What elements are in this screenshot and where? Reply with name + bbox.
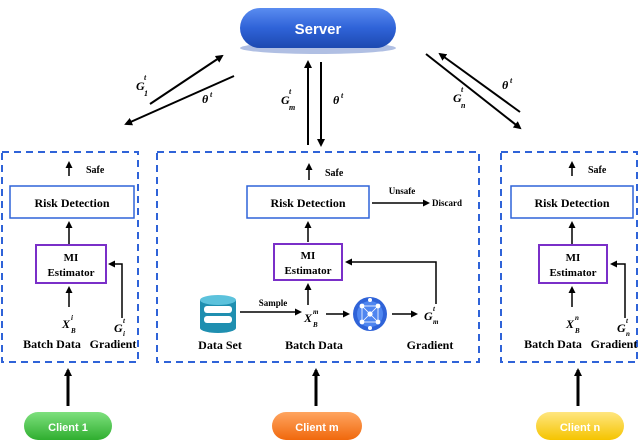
risk-detection-box-middle [246, 185, 370, 219]
svg-text:G: G [424, 309, 433, 323]
label-theta-left: θ t [202, 90, 213, 106]
arrow-gradient-to-server-left [149, 54, 224, 105]
estimator-label-left: Estimator [47, 267, 94, 279]
label-Gnt: G t n [453, 85, 466, 110]
estimator-label-right: Estimator [549, 267, 596, 279]
svg-text:θ: θ [202, 92, 209, 106]
svg-text:θ: θ [333, 93, 340, 107]
svg-text:G: G [453, 91, 462, 105]
safe-label-middle: Safe [325, 168, 344, 179]
server-label: Server [295, 21, 342, 38]
client-1-label: Client 1 [48, 422, 88, 434]
svg-text:t: t [210, 90, 213, 99]
risk-detection-label-middle: Risk Detection [271, 196, 346, 210]
client-panel-right: Safe Risk Detection MI Estimator X n B G… [500, 151, 638, 363]
client-panel-middle: Safe Risk Detection Unsafe Discard MI Es… [156, 151, 480, 363]
svg-text:m: m [433, 318, 439, 326]
svg-text:t: t [123, 317, 126, 325]
svg-text:t: t [144, 73, 147, 82]
svg-text:t: t [510, 76, 513, 85]
neural-network-icon [353, 297, 387, 331]
label-theta-middle: θ t [333, 91, 344, 107]
svg-text:m: m [313, 308, 319, 316]
batch-data-label-middle: Batch Data [285, 338, 343, 352]
svg-text:t: t [461, 85, 464, 94]
mi-estimator-box-middle [273, 243, 343, 281]
risk-detection-label-left: Risk Detection [35, 196, 110, 210]
safe-label-right: Safe [588, 165, 607, 176]
gradient-label-left: Gradient [90, 337, 137, 351]
data-set-label: Data Set [198, 338, 242, 352]
svg-text:n: n [626, 330, 630, 338]
risk-detection-box-right [510, 185, 634, 219]
svg-text:X: X [303, 311, 313, 325]
arrow-theta-to-client-left [124, 75, 235, 126]
svg-text:i: i [123, 330, 125, 338]
svg-text:t: t [433, 305, 436, 313]
mi-label-left: MI [64, 252, 79, 264]
svg-text:G: G [136, 79, 145, 93]
client-n-label: Client n [560, 422, 601, 434]
batch-data-label-left: Batch Data [23, 337, 81, 351]
mi-label-middle: MI [301, 250, 316, 262]
svg-text:G: G [617, 321, 626, 335]
svg-text:t: t [289, 87, 292, 96]
svg-text:B: B [312, 321, 318, 329]
svg-text:X: X [61, 317, 71, 331]
arrow-gradient-to-server-right [438, 52, 521, 113]
client-m-label: Client m [295, 422, 339, 434]
label-theta-right: θ t [502, 76, 513, 92]
svg-text:t: t [626, 317, 629, 325]
mi-label-right: MI [566, 252, 581, 264]
svg-text:B: B [574, 327, 580, 335]
gradient-label-right: Gradient [591, 337, 638, 351]
safe-label-left: Safe [86, 165, 105, 176]
client-panel-left: Safe Risk Detection MI Estimator X i B G… [1, 151, 139, 363]
svg-text:n: n [575, 314, 579, 322]
risk-detection-box-left [9, 185, 135, 219]
xb-label-middle: X m B [303, 308, 319, 329]
database-icon [200, 295, 236, 333]
svg-text:θ: θ [502, 78, 509, 92]
label-G1t: G t 1 [136, 73, 148, 98]
client-1-node: Client 1 [24, 412, 112, 440]
xb-label-right: X n B [565, 314, 580, 335]
svg-text:G: G [114, 321, 123, 335]
sample-label: Sample [259, 298, 288, 308]
svg-text:1: 1 [144, 89, 148, 98]
svg-text:B: B [70, 327, 76, 335]
gi-label-left: G t i [114, 317, 126, 338]
svg-text:n: n [461, 101, 466, 110]
gn-label-right: G t n [617, 317, 630, 338]
batch-data-label-right: Batch Data [524, 337, 582, 351]
mi-estimator-box-right [538, 244, 608, 284]
client-m-node: Client m [272, 412, 362, 440]
discard-label: Discard [432, 198, 462, 208]
svg-text:G: G [281, 93, 290, 107]
svg-text:t: t [341, 91, 344, 100]
xb-label-left: X i B [61, 314, 76, 335]
unsafe-label: Unsafe [389, 186, 416, 196]
mi-estimator-box-left [35, 244, 107, 284]
gm-label-middle: G t m [424, 305, 439, 326]
gradient-label-middle: Gradient [407, 338, 454, 352]
arrow-theta-to-client-right [425, 53, 522, 130]
svg-text:X: X [565, 317, 575, 331]
svg-text:m: m [289, 103, 295, 112]
server-node: Server [240, 8, 396, 54]
client-n-node: Client n [536, 412, 624, 440]
svg-text:i: i [71, 314, 73, 322]
estimator-label-middle: Estimator [284, 265, 331, 277]
risk-detection-label-right: Risk Detection [535, 196, 610, 210]
label-Gmt: G t m [281, 87, 295, 112]
